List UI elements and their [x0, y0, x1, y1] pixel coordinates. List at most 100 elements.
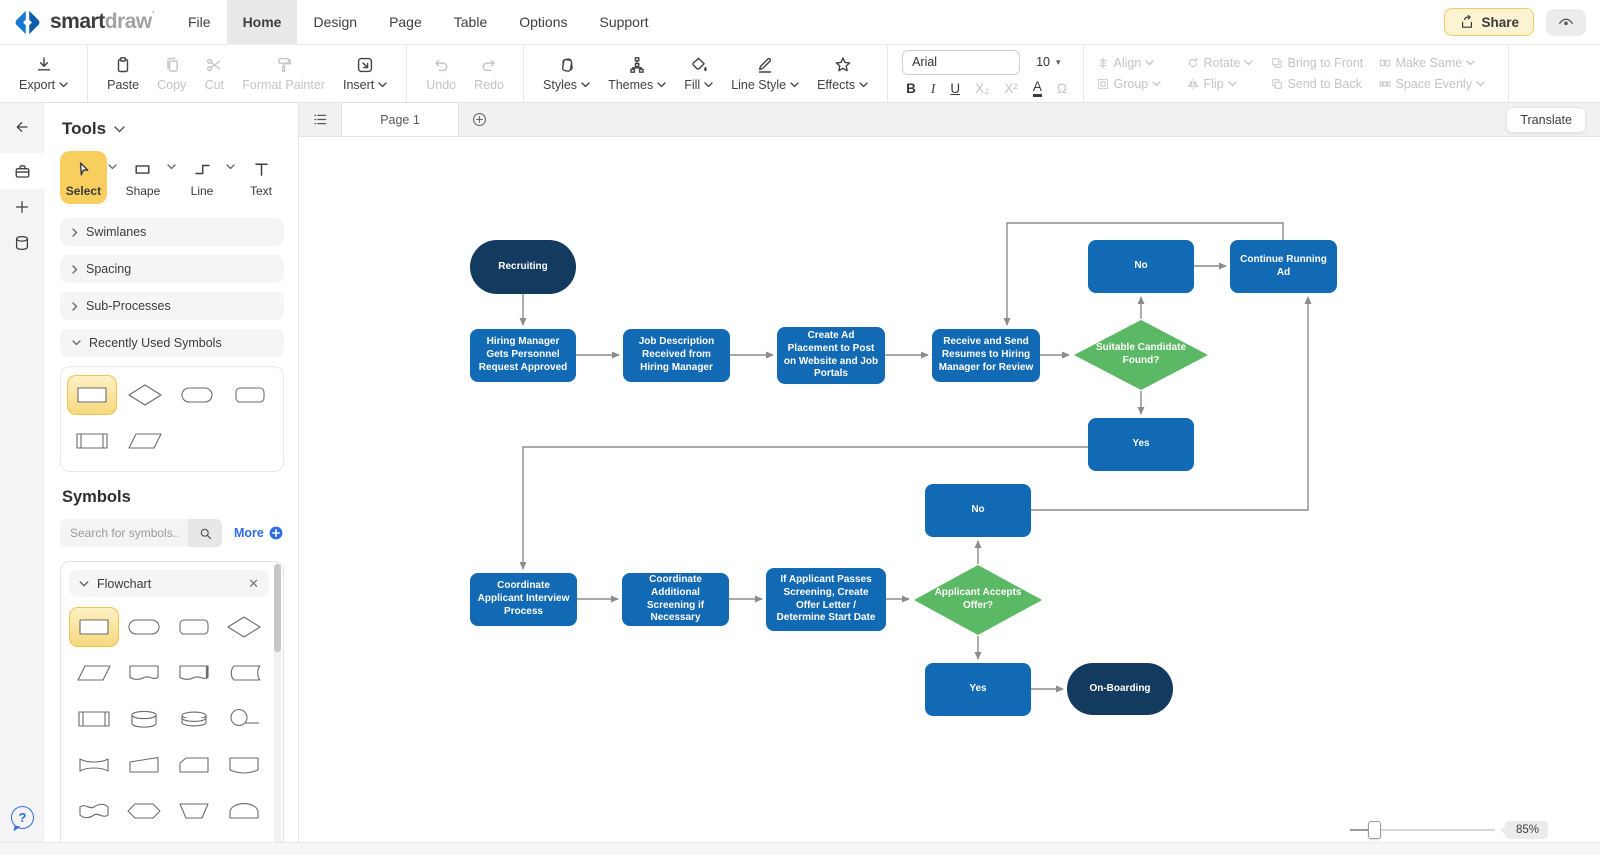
format-u-button[interactable]: U: [950, 80, 961, 96]
menu-page[interactable]: Page: [389, 14, 422, 30]
tool-line[interactable]: Line: [179, 151, 225, 204]
translate-button[interactable]: Translate: [1506, 107, 1586, 133]
node-coordinate-interview[interactable]: Coordinate Applicant Interview Process: [470, 573, 577, 626]
symbols-scrollbar[interactable]: [274, 564, 281, 855]
menu-options[interactable]: Options: [519, 14, 568, 30]
connector-7[interactable]: [1003, 222, 1284, 326]
symbol-punched-card[interactable]: [219, 745, 269, 785]
symbol-stored-data[interactable]: [219, 653, 269, 693]
flowchart-group-header[interactable]: Flowchart ✕: [69, 570, 269, 597]
symbol-document[interactable]: [119, 653, 169, 693]
tool-select-chevron[interactable]: [107, 151, 120, 175]
toolbar-export[interactable]: Export: [10, 51, 77, 96]
symbol-diamond[interactable]: [120, 375, 170, 415]
symbol-search-input[interactable]: [60, 519, 188, 547]
section-spacing[interactable]: Spacing: [60, 255, 284, 283]
node-create-ad[interactable]: Create Ad Placement to Post on Website a…: [777, 327, 885, 384]
toolbar-styles[interactable]: Styles: [534, 51, 599, 96]
menu-design[interactable]: Design: [313, 14, 358, 30]
page-tab[interactable]: Page 1: [341, 103, 459, 136]
symbol-terminator[interactable]: [172, 375, 222, 415]
toolbar-effects[interactable]: Effects: [808, 51, 877, 96]
symbol-magnetic-disk[interactable]: [119, 699, 169, 739]
node-no-1[interactable]: No: [1088, 240, 1194, 293]
section-recently-used-symbols[interactable]: Recently Used Symbols: [60, 329, 284, 357]
toolbar-insert[interactable]: Insert: [334, 51, 396, 96]
node-yes-2[interactable]: Yes: [925, 663, 1031, 716]
toolbar-fill[interactable]: Fill: [675, 51, 722, 96]
menu-home[interactable]: Home: [226, 0, 298, 44]
symbol-rectangle[interactable]: [67, 375, 117, 415]
rail-toolbox-button[interactable]: [0, 153, 44, 189]
symbol-preparation[interactable]: [119, 791, 169, 831]
rail-plus-button[interactable]: [0, 189, 44, 225]
section-sub-processes[interactable]: Sub-Processes: [60, 292, 284, 320]
symbol-predefined-process[interactable]: [67, 421, 117, 461]
tool-shape[interactable]: Shape: [120, 151, 166, 204]
tool-select[interactable]: Select: [60, 151, 107, 204]
symbol-delay-loop[interactable]: [219, 699, 269, 739]
zoom-slider[interactable]: [1349, 821, 1495, 839]
page-list-button[interactable]: [299, 103, 341, 136]
toolbar-line-style[interactable]: Line Style: [722, 51, 808, 96]
node-onboarding[interactable]: On-Boarding: [1067, 663, 1173, 715]
symbol-rectangle[interactable]: [69, 607, 119, 647]
scrollbar-thumb[interactable]: [274, 564, 281, 652]
font-family-input[interactable]: [902, 49, 1021, 75]
node-yes-1[interactable]: Yes: [1088, 418, 1194, 471]
rail-database-button[interactable]: [0, 225, 44, 261]
node-offer-letter[interactable]: If Applicant Passes Screening, Create Of…: [766, 568, 886, 631]
symbol-terminator[interactable]: [119, 607, 169, 647]
format-color-button[interactable]: A: [1032, 80, 1042, 98]
node-continue-ad[interactable]: Continue Running Ad: [1230, 240, 1337, 293]
node-hiring-approved[interactable]: Hiring Manager Gets Personnel Request Ap…: [470, 329, 576, 382]
tools-panel-header[interactable]: Tools: [62, 119, 284, 139]
format-i-button[interactable]: I: [930, 80, 936, 96]
symbol-predefined-process[interactable]: [69, 699, 119, 739]
connector-14[interactable]: [1031, 296, 1312, 511]
node-recruiting[interactable]: Recruiting: [470, 240, 576, 294]
tool-shape-chevron[interactable]: [166, 151, 179, 175]
symbol-direct-access-storage[interactable]: [169, 699, 219, 739]
section-swimlanes[interactable]: Swimlanes: [60, 218, 284, 246]
search-button[interactable]: [188, 519, 222, 547]
node-coordinate-screening[interactable]: Coordinate Additional Screening if Neces…: [622, 573, 729, 626]
symbol-rounded-rectangle[interactable]: [225, 375, 275, 415]
close-icon[interactable]: ✕: [248, 575, 259, 591]
font-size-dropdown[interactable]: 10 ▾: [1028, 50, 1068, 75]
toolbar-themes[interactable]: Themes: [599, 51, 675, 96]
node-job-description[interactable]: Job Description Received from Hiring Man…: [623, 329, 730, 382]
menu-support[interactable]: Support: [599, 14, 649, 30]
symbol-rounded-rectangle[interactable]: [169, 607, 219, 647]
menu-table[interactable]: Table: [453, 14, 488, 30]
symbol-diamond[interactable]: [219, 607, 269, 647]
menu-file[interactable]: File: [188, 14, 211, 30]
format-b-button[interactable]: B: [906, 80, 916, 96]
more-symbols-link[interactable]: More: [234, 526, 283, 540]
symbol-parallelogram[interactable]: [120, 421, 170, 461]
tool-line-chevron[interactable]: [225, 151, 238, 175]
toolbar-paste[interactable]: Paste: [98, 51, 148, 96]
connector-9[interactable]: [519, 446, 1088, 570]
node-suitable-found[interactable]: Suitable Candidate Found?: [1073, 319, 1209, 391]
arrange-make-same: Make Same: [1378, 56, 1496, 70]
add-page-button[interactable]: [459, 103, 499, 136]
symbol-parallelogram[interactable]: [69, 653, 119, 693]
rail-back-arrow-button[interactable]: [0, 109, 44, 145]
symbol-manual-operation[interactable]: [119, 745, 169, 785]
tool-text[interactable]: Text: [238, 151, 284, 204]
node-no-2[interactable]: No: [925, 484, 1031, 537]
symbol-collate[interactable]: [69, 745, 119, 785]
symbol-curled-document[interactable]: [169, 653, 219, 693]
symbol-half-stadium[interactable]: [219, 791, 269, 831]
symbol-tape[interactable]: [69, 791, 119, 831]
presentation-view-button[interactable]: [1546, 8, 1586, 36]
node-receive-resumes[interactable]: Receive and Send Resumes to Hiring Manag…: [932, 329, 1040, 382]
node-accepts-offer[interactable]: Applicant Accepts Offer?: [913, 564, 1043, 636]
help-button[interactable]: ?: [11, 806, 34, 829]
symbol-inverted-trapezoid[interactable]: [169, 791, 219, 831]
zoom-slider-handle[interactable]: [1367, 821, 1381, 839]
share-button[interactable]: Share: [1444, 8, 1534, 36]
symbol-card[interactable]: [169, 745, 219, 785]
